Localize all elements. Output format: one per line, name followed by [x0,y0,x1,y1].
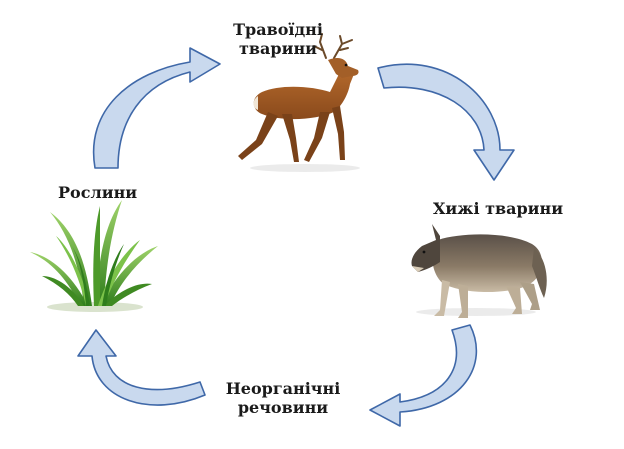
predators-label: Хижі тварини [433,199,563,218]
arrow-herbivores-to-predators [378,64,514,180]
herbivores-label-line1: Травоїдні [228,20,328,39]
plants-label: Рослини [58,183,137,202]
arrow-plants-to-herbivores [94,48,220,168]
herbivores-label: Травоїдні тварини [228,20,328,58]
arrow-predators-to-inorganic [370,325,476,426]
inorganic-label-line1: Неорганічні [224,379,342,398]
inorganic-label: Неорганічні речовини [224,379,342,417]
arrow-inorganic-to-plants [78,330,205,405]
herbivores-label-line2: тварини [228,39,328,58]
grass-icon [30,200,158,312]
wolf-icon [411,224,546,318]
inorganic-label-line2: речовини [224,398,342,417]
